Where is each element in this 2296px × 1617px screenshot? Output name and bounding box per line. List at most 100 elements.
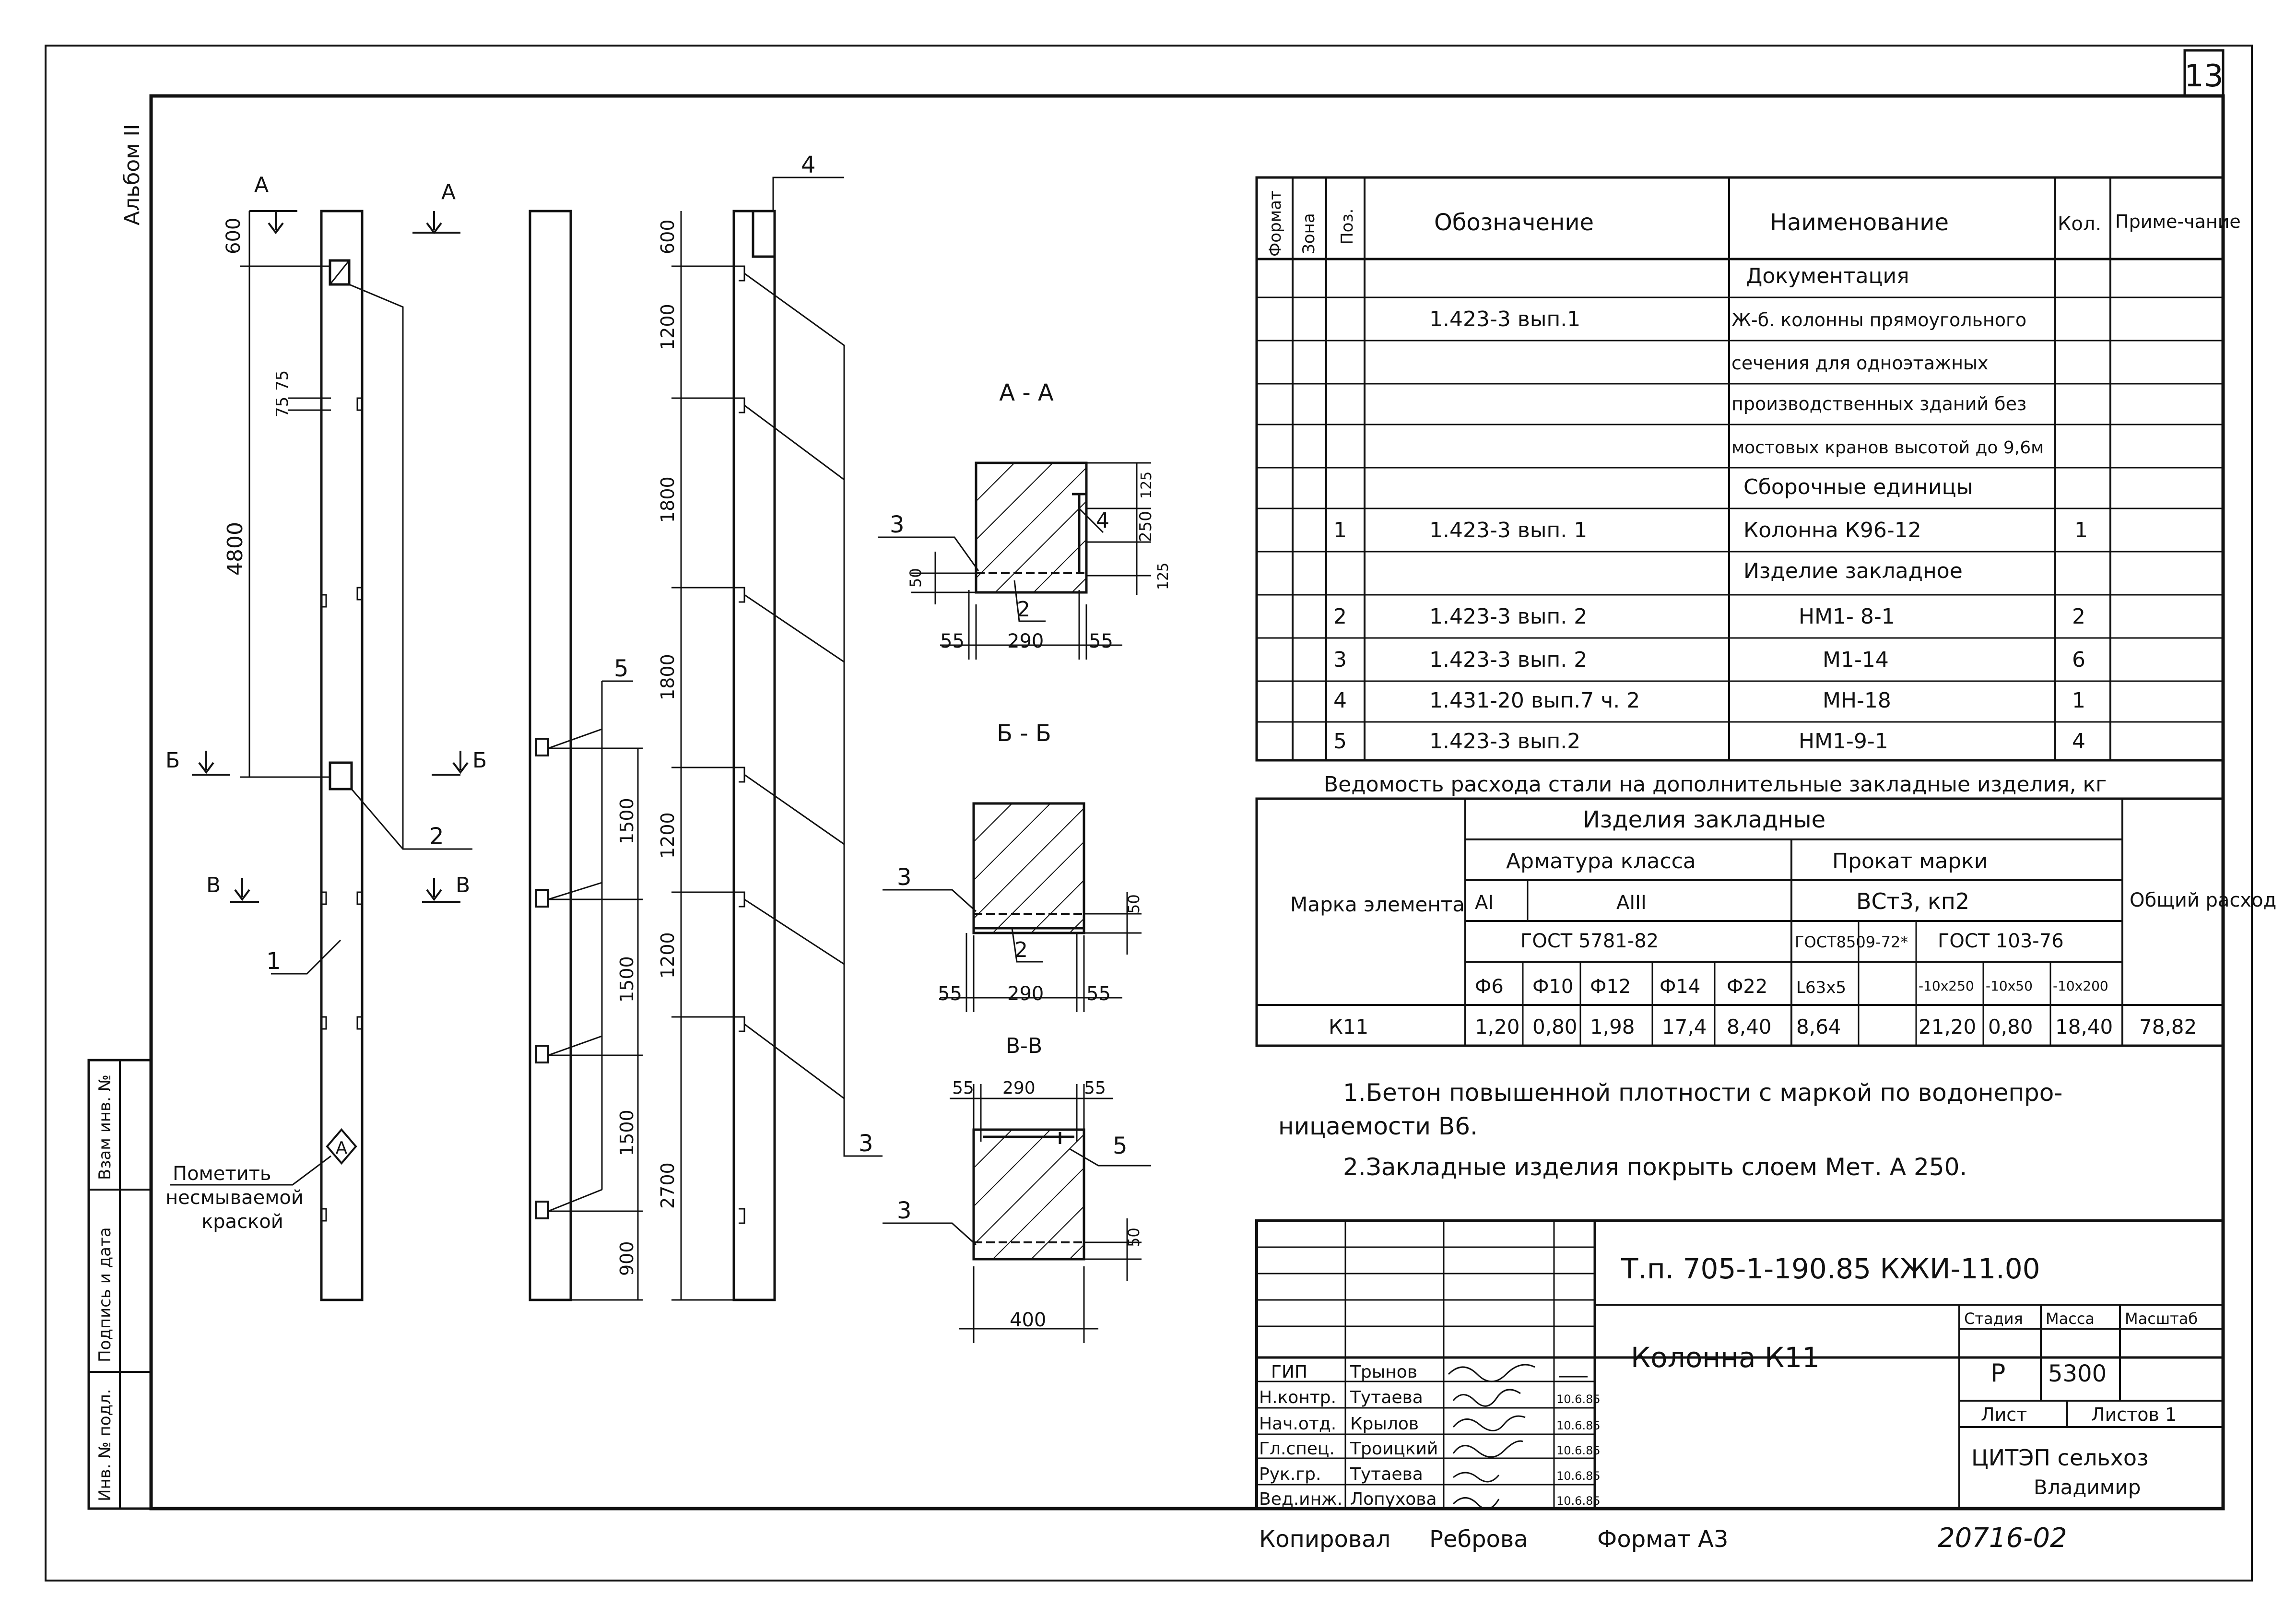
svg-text:1.423-3 вып.2: 1.423-3 вып.2	[1429, 729, 1580, 754]
svg-text:21,20: 21,20	[1919, 1015, 1976, 1039]
svg-text:ГОСТ 103-76: ГОСТ 103-76	[1938, 930, 2064, 952]
svg-text:L63х5: L63х5	[1796, 978, 1846, 997]
svg-text:Наименование: Наименование	[1770, 209, 1949, 236]
svg-text:Лист: Лист	[1981, 1404, 2027, 1425]
svg-text:Ж-б. колонны прямоугольного: Ж-б. колонны прямоугольного	[1731, 309, 2026, 330]
svg-text:Нач.отд.: Нач.отд.	[1259, 1414, 1336, 1434]
svg-text:290: 290	[1007, 630, 1044, 652]
svg-text:2700: 2700	[657, 1162, 678, 1209]
svg-text:10.6.85: 10.6.85	[1556, 1419, 1601, 1432]
svg-text:3: 3	[890, 511, 905, 538]
svg-text:1: 1	[266, 948, 281, 975]
svg-text:Копировал: Копировал	[1259, 1526, 1390, 1553]
svg-text:18,40: 18,40	[2055, 1015, 2113, 1039]
svg-text:А: А	[254, 173, 269, 197]
svg-text:ВСт3, кп2: ВСт3, кп2	[1856, 888, 1969, 914]
svg-text:1.423-3 вып. 1: 1.423-3 вып. 1	[1429, 518, 1587, 543]
svg-text:В: В	[206, 873, 221, 897]
svg-text:Владимир: Владимир	[2034, 1475, 2141, 1499]
svg-text:Т.п. 705-1-190.85 КЖИ-11.00: Т.п. 705-1-190.85 КЖИ-11.00	[1621, 1252, 2040, 1285]
svg-text:600: 600	[657, 219, 678, 254]
svg-text:75: 75	[273, 370, 292, 391]
steel-table-caption: Ведомость расхода стали на дополнительны…	[1324, 772, 2107, 797]
svg-text:Кол.: Кол.	[2058, 213, 2101, 235]
svg-text:Р: Р	[1990, 1359, 2005, 1388]
title-block: Т.п. 705-1-190.85 КЖИ-11.00 Колонна К11 …	[1255, 1219, 2225, 1510]
svg-text:производственных зданий без: производственных зданий без	[1731, 393, 2026, 414]
inner-frame	[149, 94, 2225, 1511]
svg-text:1.423-3 вып.1: 1.423-3 вып.1	[1429, 307, 1580, 331]
svg-text:Марка элемента: Марка элемента	[1290, 893, 1465, 916]
svg-text:Листов 1: Листов 1	[2091, 1404, 2177, 1425]
svg-text:Стадия: Стадия	[1964, 1310, 2023, 1328]
svg-text:ЦИТЭП сельхоз: ЦИТЭП сельхоз	[1971, 1445, 2148, 1471]
svg-text:1200: 1200	[657, 812, 678, 859]
svg-text:1,98: 1,98	[1590, 1015, 1635, 1039]
svg-text:ницаемости В6.: ницаемости В6.	[1278, 1112, 1478, 1140]
svg-text:А: А	[441, 180, 456, 204]
column-elevation-side: 5 1500 1500 1500 900	[529, 210, 643, 1301]
svg-text:Масштаб: Масштаб	[2125, 1310, 2198, 1328]
svg-text:1200: 1200	[657, 304, 678, 350]
svg-text:55: 55	[1089, 630, 1113, 652]
outer-frame	[45, 45, 2253, 1582]
svg-text:Рук.гр.: Рук.гр.	[1259, 1464, 1321, 1484]
svg-text:3: 3	[897, 1197, 912, 1224]
section-vv: В-В 55 290 55 50 400 3 5	[883, 1034, 1151, 1343]
svg-text:Тутаева: Тутаева	[1350, 1464, 1423, 1484]
section-vv-title: В-В	[1006, 1034, 1042, 1058]
svg-text:Документация: Документация	[1746, 264, 1909, 288]
side-stamp-sign: Подпись и дата	[95, 1227, 115, 1362]
svg-text:290: 290	[1002, 1078, 1036, 1098]
svg-text:50: 50	[907, 568, 925, 588]
notes: 1.Бетон повышенной плотности с маркой по…	[1278, 1079, 2062, 1181]
svg-text:5: 5	[1333, 729, 1347, 754]
svg-text:1500: 1500	[616, 798, 637, 844]
svg-text:55: 55	[940, 630, 965, 652]
svg-text:Арматура класса: Арматура класса	[1506, 849, 1696, 873]
svg-text:Крылов: Крылов	[1350, 1414, 1419, 1434]
section-aa: А - А 125 250 125 50 55 290 55 3 4 2	[878, 379, 1172, 660]
svg-text:АI: АI	[1475, 892, 1494, 914]
svg-text:1: 1	[1333, 518, 1347, 543]
svg-text:10.6.85: 10.6.85	[1556, 1444, 1601, 1457]
side-stamp-inv: Инв. № подл.	[95, 1389, 115, 1501]
svg-text:8,40: 8,40	[1727, 1015, 1772, 1039]
svg-text:ГОСТ8509-72*: ГОСТ8509-72*	[1795, 933, 1908, 951]
svg-text:78,82: 78,82	[2139, 1015, 2197, 1039]
svg-text:Пометить: Пометить	[173, 1163, 271, 1185]
section-bb: Б - Б 50 55 290 55 3 2	[883, 720, 1143, 1012]
svg-text:5: 5	[614, 655, 629, 682]
svg-text:1800: 1800	[657, 476, 678, 523]
svg-text:2: 2	[1017, 597, 1030, 622]
svg-text:В: В	[456, 873, 470, 897]
svg-text:Вед.инж.: Вед.инж.	[1259, 1489, 1342, 1509]
svg-text:10.6.85: 10.6.85	[1556, 1393, 1601, 1406]
section-aa-title: А - А	[999, 379, 1054, 406]
svg-text:2.Закладные изделия покрыть сл: 2.Закладные изделия покрыть слоем Мет. А…	[1343, 1153, 1967, 1181]
svg-text:Троицкий: Троицкий	[1350, 1439, 1438, 1459]
svg-text:Ф6: Ф6	[1475, 976, 1504, 998]
svg-text:Колонна К96-12: Колонна К96-12	[1743, 518, 1921, 543]
svg-text:1: 1	[2072, 688, 2085, 713]
svg-text:3: 3	[859, 1130, 873, 1157]
svg-text:4: 4	[1096, 508, 1109, 533]
steel-table: Ведомость расхода стали на дополнительны…	[1255, 772, 2276, 1047]
svg-text:Б: Б	[472, 748, 487, 773]
svg-text:600: 600	[223, 218, 245, 254]
svg-text:Б: Б	[165, 748, 180, 773]
svg-text:1,20: 1,20	[1475, 1015, 1520, 1039]
svg-text:3: 3	[1333, 648, 1347, 672]
column-elevation-front: А 600 75 75 4800 А А Б Б В В 2 1	[165, 173, 487, 1301]
svg-text:-10х200: -10х200	[2053, 978, 2108, 994]
svg-text:1500: 1500	[616, 1109, 637, 1156]
svg-text:0,80: 0,80	[1532, 1015, 1578, 1039]
svg-text:400: 400	[1010, 1309, 1046, 1331]
svg-text:1: 1	[2074, 518, 2088, 543]
svg-text:2: 2	[429, 823, 444, 850]
svg-text:Изделие закладное: Изделие закладное	[1743, 559, 1963, 583]
svg-text:17,4: 17,4	[1662, 1015, 1707, 1039]
svg-text:3: 3	[897, 864, 912, 891]
column-elevation-back: 4 600 1200 1800 1800 1200 1200 2700 3	[657, 152, 883, 1301]
svg-text:Ф12: Ф12	[1590, 976, 1631, 998]
